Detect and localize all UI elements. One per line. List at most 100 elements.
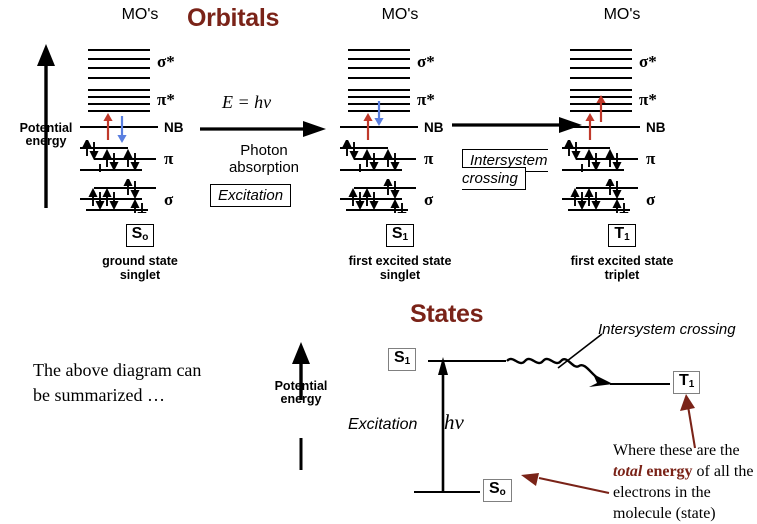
isc-label-states: Intersystem crossing [598,321,736,338]
potential-energy-label-states: Potential energy [259,380,343,406]
level-label-sigma-3: σ [646,190,656,209]
level-group-sigma-1 [80,179,160,215]
level-label-pi-3: π [646,149,656,168]
potential-energy-axis-orbitals [18,40,74,220]
level-label-nb-2: NB [424,120,444,135]
pi-electrons-2 [342,140,400,172]
electron-up-nb-1 [102,113,114,146]
note-line2: total energy of all the [613,461,757,482]
mo-caption-3-line1: first excited state [570,254,674,268]
summary-text-line2: be summarized … [33,385,165,405]
sigma-electrons-1 [88,179,147,213]
isc-box-line2: crossing [462,170,518,187]
level-group-pi-1 [80,140,160,175]
up-arrow-icon [37,44,55,208]
excitation-caption-line2: absorption [228,159,300,176]
mo-caption-1-line1: ground state [102,254,178,268]
level-group-pi-3 [562,140,642,175]
note-energy-bold: energy [642,463,693,480]
state-label-s0: So [85,224,195,247]
state-label-s0-states: So [483,479,512,502]
isc-squiggle-arrow [505,348,620,394]
electron-down-pi-star-2 [373,100,385,131]
note-total-text: total [613,463,643,480]
state-symbol-t1: T [679,372,689,389]
isc-box-line1: Intersystem [470,152,548,169]
state-label-s1: S1 [388,348,417,371]
right-arrow-icon-excitation [200,121,326,137]
level-group-nb-1 [80,126,158,129]
mo-header-1: MO's [121,6,159,23]
excitation-caption-line1: Photon [240,142,288,159]
sigma-electrons-2 [348,179,407,213]
excitation-box[interactable]: Excitation [210,184,292,207]
state-sub-t1-mo: 1 [624,232,630,243]
excitation-equation: E = hν [222,92,272,112]
state-sub-s1: 1 [404,356,411,367]
up-arrow-icon-states [292,342,310,470]
level-label-nb-3: NB [646,120,666,135]
level-label-pi-star-2: π* [417,90,435,109]
level-group-nb-2 [340,126,418,129]
photon-symbol-states: hν [444,410,464,434]
state-box-s1: S1 [388,348,417,371]
up-arrow-icon-excitation-states [438,357,448,493]
level-group-sigma-2 [340,179,420,215]
excitation-label-states: Excitation [348,416,418,433]
level-label-sigma-1: σ [164,190,174,209]
state-symbol-s0: S [131,225,143,242]
level-group-sigma-3 [562,179,642,215]
mo-diagram-ground-state: MO's σ* π* NB [40,0,270,300]
level-group-pi-star-1 [88,89,150,114]
summary-text-line1: The above diagram can [33,360,202,380]
mo-diagram-first-excited-singlet: MO's σ* π* NB [300,0,530,300]
mo-caption-2-line2: singlet [379,268,421,282]
state-symbol-s1-mo: S [391,225,403,242]
state-label-t1: T1 [673,371,701,394]
note-total-italic: total [613,463,642,480]
level-group-sigma-star-1 [88,49,150,81]
t1-energy-level-line [610,383,670,385]
note-line1: Where these are the [613,442,740,459]
mo-caption-2: first excited state singlet [310,254,490,282]
mo-header-2: MO's [381,6,419,23]
isc-box-wrap: Intersystem crossing [462,149,548,190]
excitation-arrow-states [434,355,452,495]
pi-electrons-3 [564,140,622,172]
mo-caption-3-line2: triplet [604,268,640,282]
pe-label-states-line1: Potential [274,379,328,393]
level-label-sigma-2: σ [424,190,434,209]
state-box-s0-states: So [483,479,512,502]
state-sub-s0: o [142,232,149,243]
mo-header-3: MO's [603,6,641,23]
state-symbol-s1: S [394,349,405,366]
level-label-nb-1: NB [164,120,184,135]
level-label-pi-star-3: π* [639,90,657,109]
right-arrow-icon-isc [452,117,582,133]
summary-text: The above diagram can be summarized … [33,358,263,408]
state-sub-s0-states: o [499,487,506,498]
isc-leader-line [557,333,603,369]
potential-energy-axis-states [284,340,318,500]
state-box-t1: T1 [673,371,701,394]
level-label-sigma-star-1: σ* [157,52,175,71]
level-group-nb-3 [562,126,640,129]
note-line2-post: of all the [692,463,754,480]
s0-energy-level-line [414,491,480,493]
pe-label-line2: energy [25,134,67,148]
state-box-t1-mo: T1 [608,224,636,247]
electron-up-nb-2 [362,113,374,146]
note-leader-arrow-s0 [521,473,610,495]
state-sub-t1: 1 [688,379,695,390]
states-section-title: States [410,300,484,328]
level-group-pi-2 [340,140,420,175]
level-label-pi-star-1: π* [157,90,175,109]
pe-label-line1: Potential [19,121,73,135]
excitation-box-wrap: Excitation [210,184,292,207]
intersystem-crossing-box[interactable]: Intersystem crossing [462,149,548,190]
squiggly-arrow-icon [506,357,613,387]
total-energy-note: Where these are the total energy of all … [613,440,757,524]
state-sub-s1-mo: 1 [402,232,409,243]
state-box-s1-mo: S1 [385,224,415,247]
state-symbol-t1-mo: T [614,225,625,242]
